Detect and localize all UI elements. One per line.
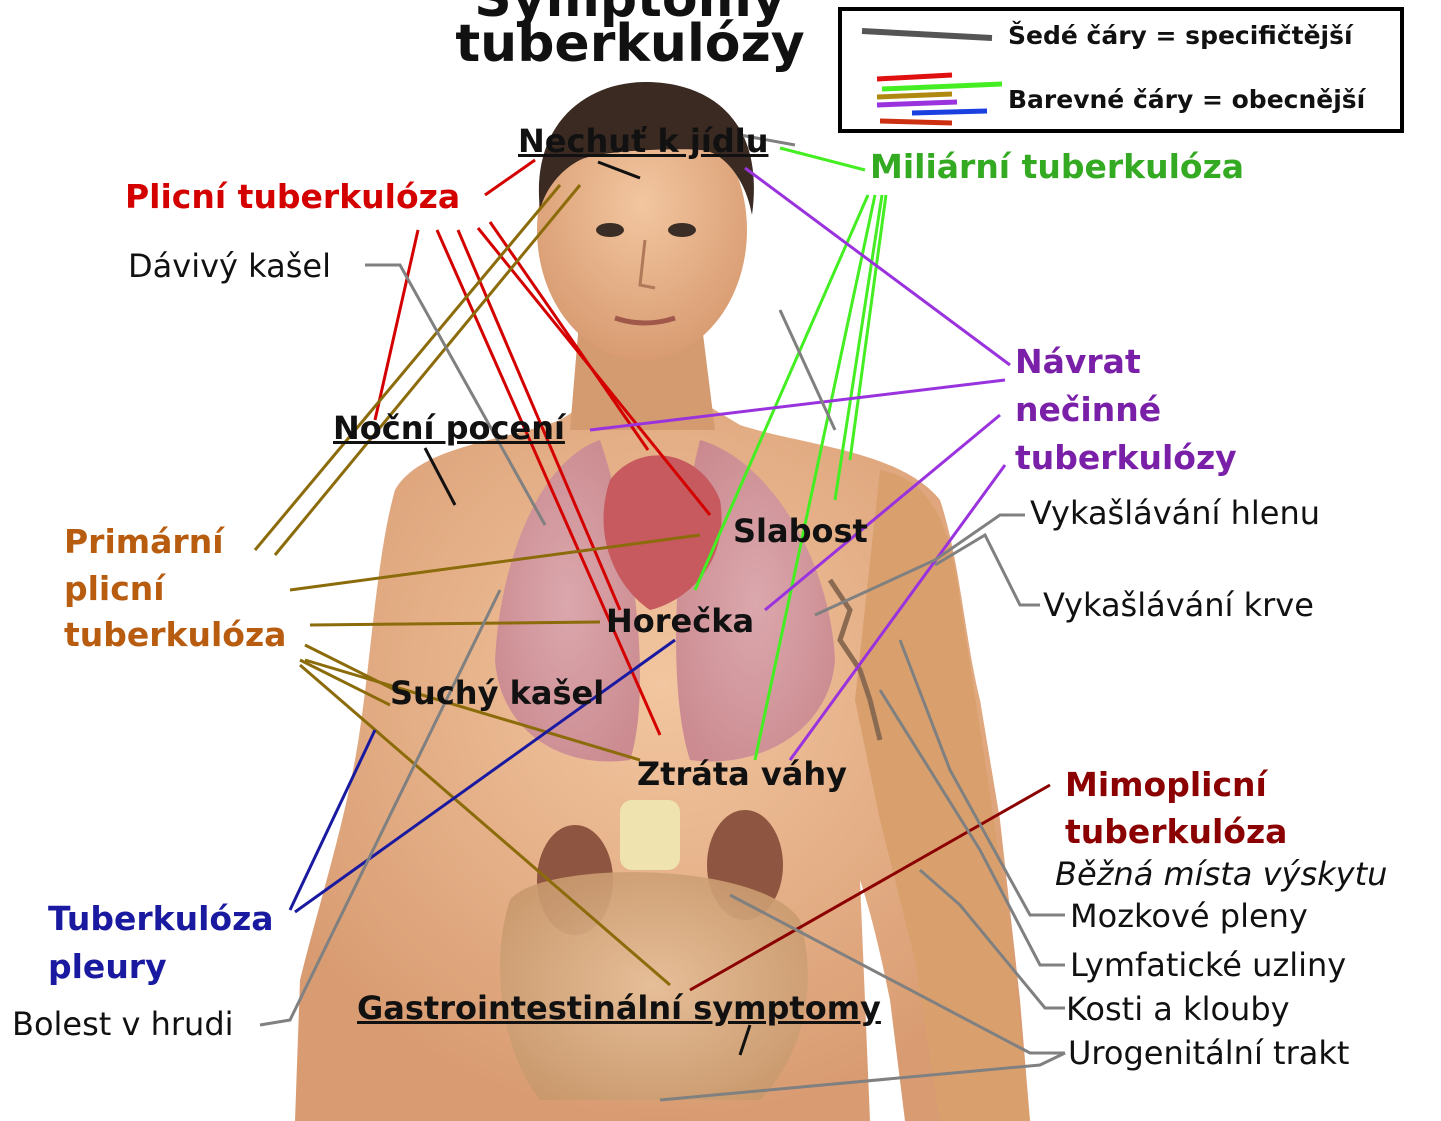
title-line2: tuberkulózy xyxy=(430,18,830,70)
legend-gray-label: Šedé čáry = specifičtější xyxy=(1008,21,1353,50)
legend-swatches xyxy=(852,11,1022,131)
symptom-fever: Horečka xyxy=(606,605,754,637)
label-extrapulmonary-sub: Běžná místa výskytu xyxy=(1055,858,1387,890)
darkred-swatch xyxy=(880,121,952,123)
green-swatch xyxy=(882,84,1002,89)
legend: Šedé čáry = specifičtější Barevné čáry =… xyxy=(838,7,1404,133)
blue-swatch xyxy=(912,111,987,113)
label-primary-1: Primární xyxy=(64,525,224,558)
label-pleural-1: Tuberkulóza xyxy=(48,902,274,935)
label-pleural-2: pleury xyxy=(48,950,167,983)
legend-color-label: Barevné čáry = obecnější xyxy=(1008,85,1365,114)
label-reactivation-3: tuberkulózy xyxy=(1015,441,1237,474)
label-reactivation-1: Návrat xyxy=(1015,345,1141,378)
vertebra xyxy=(620,800,680,870)
label-primary-2: plicní xyxy=(64,572,165,605)
symptom-sputum: Vykašlávání hlenu xyxy=(1030,497,1320,529)
symptom-dry-cough: Suchý kašel xyxy=(390,677,604,709)
label-pulmonary: Plicní tuberkulóza xyxy=(125,180,460,213)
left-eye xyxy=(596,223,624,237)
label-primary-3: tuberkulóza xyxy=(64,618,286,651)
olive-swatch xyxy=(877,94,952,97)
label-extrapulmonary-1: Mimoplicní xyxy=(1065,768,1267,801)
purple-swatch xyxy=(877,102,957,105)
symptom-chest-pain: Bolest v hrudi xyxy=(12,1008,234,1040)
gray-swatch xyxy=(862,31,992,38)
symptom-whooping-cough: Dávivý kašel xyxy=(128,250,331,282)
site-lymph-nodes: Lymfatické uzliny xyxy=(1070,949,1346,981)
right-eye xyxy=(668,223,696,237)
symptom-night-sweats: Noční pocení xyxy=(333,412,565,444)
right-arm xyxy=(855,470,1030,1121)
site-bones-joints: Kosti a klouby xyxy=(1066,993,1290,1025)
symptom-gastrointestinal: Gastrointestinální symptomy xyxy=(357,992,881,1024)
symptom-anorexia: Nechuť k jídlu xyxy=(518,125,768,157)
intestines xyxy=(500,872,808,1100)
red-swatch xyxy=(877,75,952,79)
site-urogenital: Urogenitální trakt xyxy=(1068,1037,1349,1069)
label-extrapulmonary-2: tuberkulóza xyxy=(1065,815,1287,848)
symptom-weight-loss: Ztráta váhy xyxy=(637,758,847,790)
label-miliary: Miliární tuberkulóza xyxy=(870,150,1244,183)
symptom-hemoptysis: Vykašlávání krve xyxy=(1043,589,1314,621)
symptom-weakness: Slabost xyxy=(733,515,868,547)
site-meninges: Mozkové pleny xyxy=(1070,900,1308,932)
label-reactivation-2: nečinné xyxy=(1015,393,1161,426)
